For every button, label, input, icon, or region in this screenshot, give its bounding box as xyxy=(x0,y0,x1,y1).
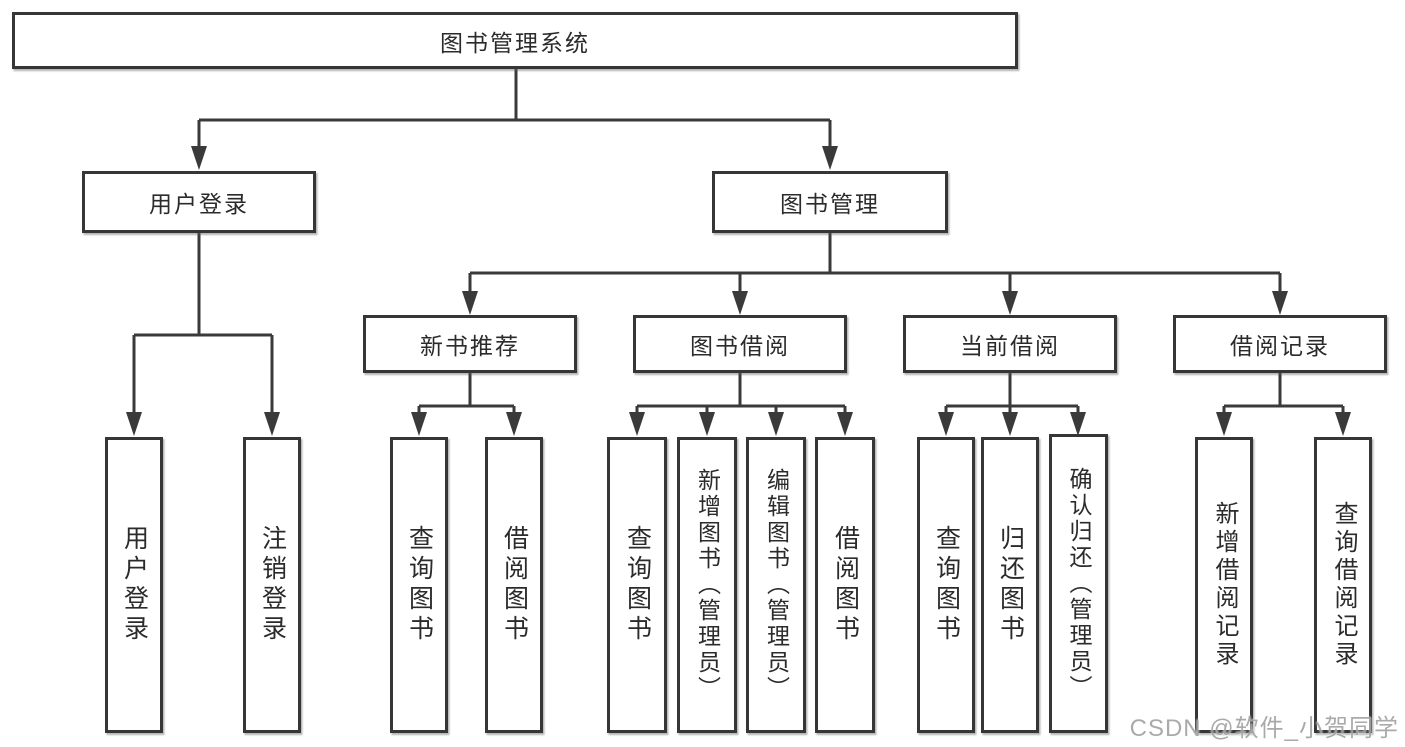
node-borrow-records: 借阅记录 xyxy=(1173,315,1387,373)
leaf-return-books: 归还图书 xyxy=(981,437,1039,733)
leaf-query-borrow-record: 查询借阅记录 xyxy=(1314,437,1372,733)
leaf-add-books-admin: 新增图书（管理员） xyxy=(677,437,737,733)
leaf-query-books-current: 查询图书 xyxy=(917,437,975,733)
leaf-borrow-books-recommend: 借阅图书 xyxy=(485,437,543,733)
arrowhead-icon xyxy=(506,412,522,436)
arrowhead-icon xyxy=(191,146,207,170)
arrowhead-icon xyxy=(837,412,853,436)
arrowhead-icon xyxy=(699,412,715,436)
leaf-confirm-return-admin: 确认归还（管理员） xyxy=(1049,434,1108,733)
leaf-borrow-books: 借阅图书 xyxy=(815,437,875,733)
watermark: CSDN @软件_小贺同学 xyxy=(1129,715,1399,742)
arrowhead-icon xyxy=(1070,412,1086,436)
arrowhead-icon xyxy=(1002,412,1018,436)
node-book-borrow: 图书借阅 xyxy=(633,315,847,373)
node-new-book-recommend: 新书推荐 xyxy=(363,315,577,373)
arrowhead-icon xyxy=(1335,412,1351,436)
arrowhead-icon xyxy=(411,412,427,436)
arrowhead-icon xyxy=(1216,412,1232,436)
leaf-query-books-borrow: 查询图书 xyxy=(607,437,667,733)
arrowhead-icon xyxy=(822,146,838,170)
leaf-logout: 注销登录 xyxy=(243,437,301,733)
node-book-management: 图书管理 xyxy=(712,171,948,233)
leaf-add-borrow-record: 新增借阅记录 xyxy=(1195,437,1253,733)
node-user-login: 用户登录 xyxy=(82,171,316,233)
arrowhead-icon xyxy=(126,412,142,436)
arrowhead-icon xyxy=(264,412,280,436)
arrowhead-icon xyxy=(462,291,478,315)
arrowhead-icon xyxy=(1002,291,1018,315)
node-library-system: 图书管理系统 xyxy=(12,12,1018,69)
arrowhead-icon xyxy=(629,412,645,436)
arrowhead-icon xyxy=(1272,291,1288,315)
leaf-query-books-recommend: 查询图书 xyxy=(390,437,448,733)
arrowhead-icon xyxy=(938,412,954,436)
arrowhead-icon xyxy=(768,412,784,436)
arrowhead-icon xyxy=(732,291,748,315)
leaf-edit-books-admin: 编辑图书（管理员） xyxy=(746,437,806,733)
leaf-user-login: 用户登录 xyxy=(105,437,163,733)
node-current-borrow: 当前借阅 xyxy=(903,315,1117,373)
